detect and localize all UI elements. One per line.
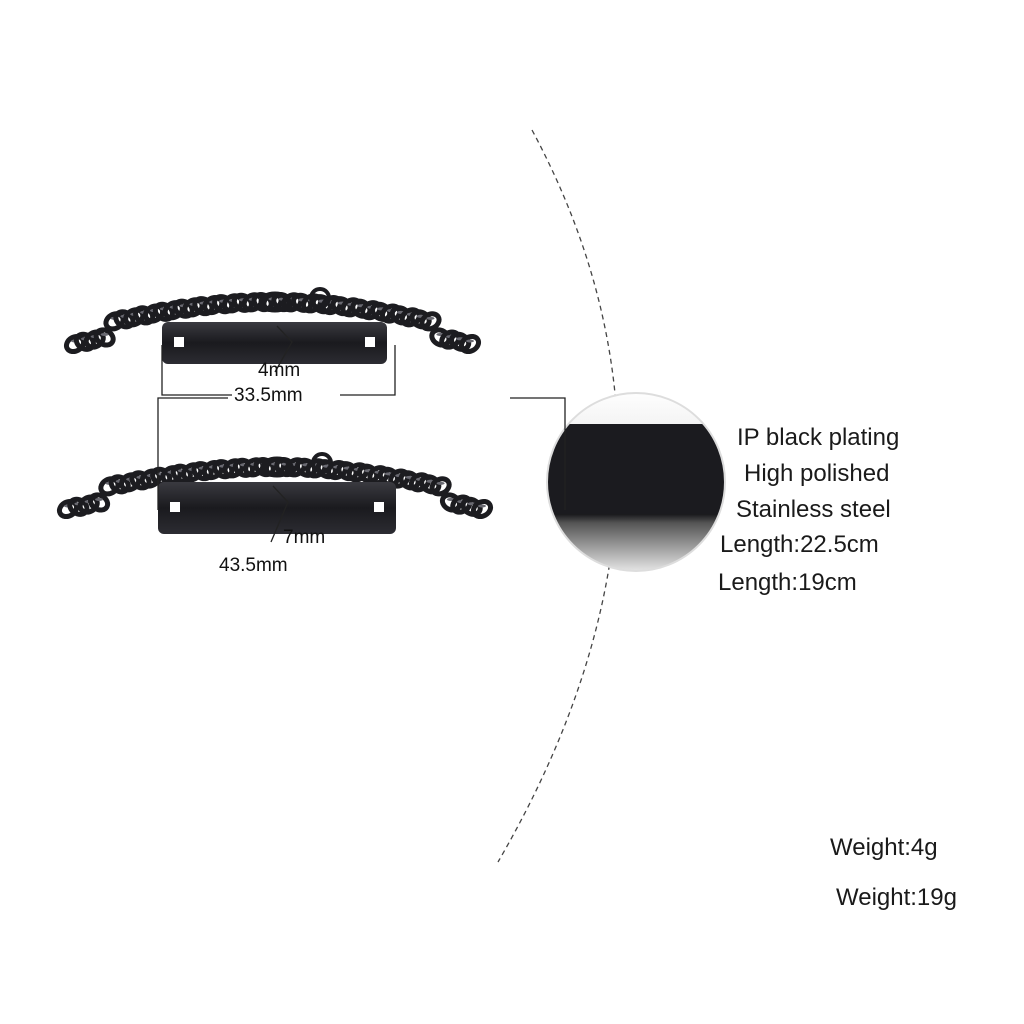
chain-link	[419, 474, 442, 495]
chain-link	[88, 492, 111, 513]
chain-link	[93, 327, 116, 348]
name-plate	[158, 482, 396, 534]
bracelet-small	[63, 287, 482, 396]
chain-link	[458, 333, 482, 355]
bracelet-large	[56, 397, 566, 543]
chain-link	[398, 470, 421, 491]
spec-material: Stainless steel	[736, 496, 891, 523]
plate-hole	[174, 337, 184, 347]
chain-link	[470, 498, 494, 520]
length-label-large: 43.5mm	[219, 555, 288, 576]
chain-link	[350, 298, 373, 319]
chain-link	[330, 296, 353, 317]
width-label-large: 7mm	[283, 527, 325, 548]
chain-link	[357, 463, 380, 484]
chain-link	[419, 311, 442, 332]
spec-finish: High polished	[744, 460, 890, 487]
chain-highlight	[478, 504, 486, 508]
lobster-clasp	[258, 291, 292, 313]
length-dimension-line	[161, 345, 396, 396]
length-dimension-line	[157, 397, 566, 510]
plate-hole	[365, 337, 375, 347]
chain-link	[429, 476, 452, 497]
chain-highlight	[436, 481, 445, 485]
width-label-small: 4mm	[258, 360, 300, 381]
chain-link	[389, 305, 412, 326]
name-plate	[162, 322, 387, 364]
clasp-ring	[311, 452, 333, 474]
chain-link	[370, 301, 393, 322]
spec-plating: IP black plating	[737, 424, 900, 451]
chain-highlight	[100, 332, 109, 336]
lobster-clasp	[260, 456, 294, 478]
length-label-small: 33.5mm	[234, 385, 303, 406]
chain-highlight	[426, 316, 435, 320]
clasp-ring	[309, 287, 331, 309]
chain-link	[449, 331, 472, 352]
plate-hole	[170, 502, 180, 512]
chain-link	[336, 461, 359, 482]
chain-highlight	[466, 339, 474, 343]
chain-link	[429, 327, 452, 348]
plate-hole	[374, 502, 384, 512]
magnified-plate	[547, 393, 725, 571]
width-dimension-line	[270, 485, 289, 543]
chain-highlight	[95, 497, 104, 501]
spec-weight-small: Weight:4g	[830, 834, 938, 861]
chain-link	[439, 492, 462, 513]
chain-link	[409, 309, 432, 330]
chain-link	[460, 496, 483, 517]
spec-length-small: Length:19cm	[718, 569, 857, 596]
spec-length-large: Length:22.5cm	[720, 531, 879, 558]
width-dimension-line	[274, 325, 293, 373]
spec-weight-large: Weight:19g	[836, 884, 957, 911]
